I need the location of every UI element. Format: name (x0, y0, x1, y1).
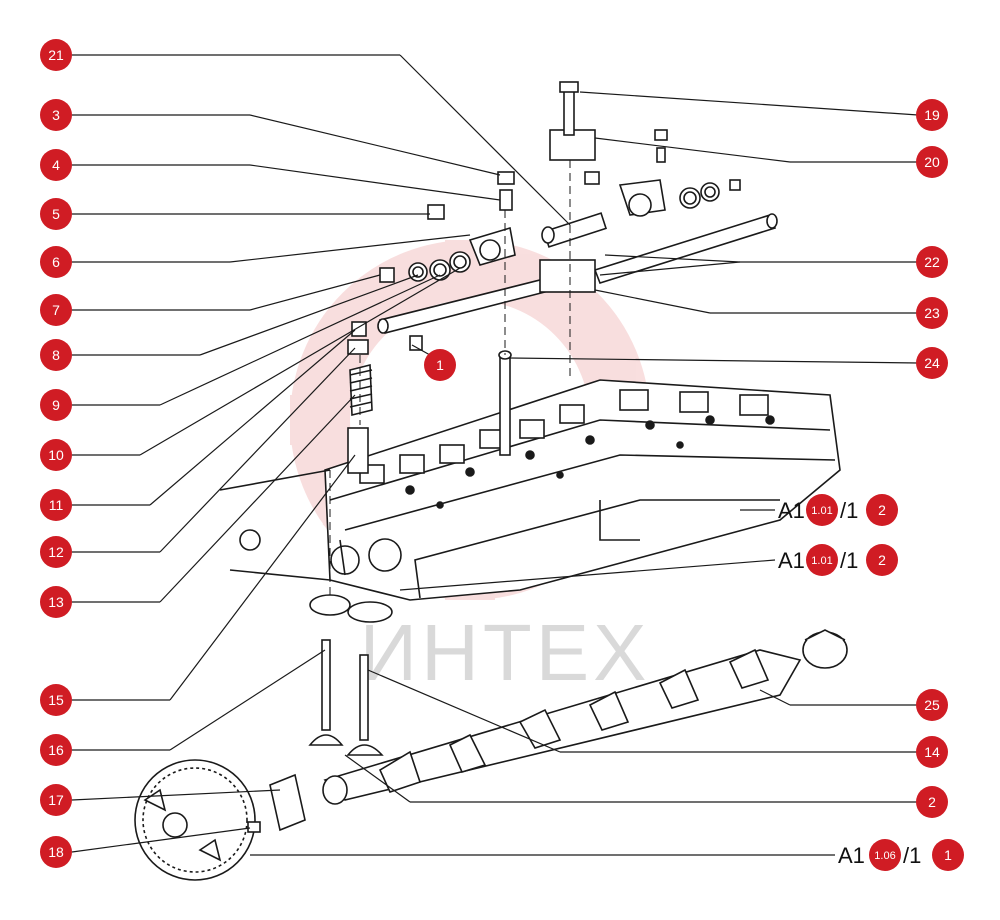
callout-2: 2 (916, 786, 948, 818)
svg-text:13: 13 (48, 594, 64, 610)
callout-3: 3 (40, 99, 72, 131)
callout-12: 12 (40, 536, 72, 568)
svg-text:16: 16 (48, 742, 64, 758)
reference-1: A1 1.01 /1 2 (778, 494, 898, 526)
svg-text:11: 11 (49, 497, 64, 513)
svg-text:12: 12 (48, 544, 64, 560)
svg-text:4: 4 (52, 157, 60, 173)
callout-10: 10 (40, 439, 72, 471)
svg-text:7: 7 (52, 302, 60, 318)
svg-text:8: 8 (52, 347, 60, 363)
svg-text:1.01: 1.01 (811, 555, 832, 567)
callout-21: 21 (40, 39, 72, 71)
svg-text:15: 15 (48, 692, 64, 708)
svg-text:3: 3 (52, 107, 60, 123)
callout-14: 14 (916, 736, 948, 768)
callout-15: 15 (40, 684, 72, 716)
svg-text:2: 2 (878, 552, 886, 568)
svg-text:/1: /1 (840, 548, 858, 573)
svg-text:18: 18 (48, 844, 64, 860)
callout-17: 17 (40, 784, 72, 816)
callout-5: 5 (40, 198, 72, 230)
svg-text:21: 21 (48, 47, 64, 63)
assembly-guides (329, 160, 571, 600)
callout-24: 24 (916, 347, 948, 379)
svg-text:22: 22 (924, 254, 940, 270)
svg-text:A1: A1 (778, 498, 805, 523)
reference-2: A1 1.01 /1 2 (778, 544, 898, 576)
callout-11: 11 (40, 489, 72, 521)
cylinder-head (219, 379, 841, 601)
svg-text:1.01: 1.01 (811, 505, 832, 517)
callout-25: 25 (916, 689, 948, 721)
svg-text:A1: A1 (838, 843, 865, 868)
svg-text:1: 1 (944, 847, 952, 863)
svg-text:19: 19 (924, 107, 940, 123)
svg-text:25: 25 (924, 697, 940, 713)
callout-6: 6 (40, 246, 72, 278)
svg-text:10: 10 (48, 447, 64, 463)
svg-text:5: 5 (52, 206, 60, 222)
callout-16: 16 (40, 734, 72, 766)
svg-text:6: 6 (52, 254, 60, 270)
callout-18: 18 (40, 836, 72, 868)
callout-7: 7 (40, 294, 72, 326)
svg-text:23: 23 (924, 305, 940, 321)
svg-text:/1: /1 (840, 498, 858, 523)
callout-23: 23 (916, 297, 948, 329)
callout-20: 20 (916, 146, 948, 178)
valvetrain (134, 594, 848, 881)
svg-text:20: 20 (924, 154, 940, 170)
svg-text:9: 9 (52, 397, 60, 413)
callout-8: 8 (40, 339, 72, 371)
callout-1: 1 (424, 349, 456, 381)
callout-13: 13 (40, 586, 72, 618)
reference-3: A1 1.06 /1 1 (838, 839, 964, 871)
watermark-text: ИНТЕХ (360, 608, 651, 697)
callout-22: 22 (916, 246, 948, 278)
callout-4: 4 (40, 149, 72, 181)
svg-text:24: 24 (924, 355, 940, 371)
svg-text:2: 2 (928, 794, 936, 810)
callout-9: 9 (40, 389, 72, 421)
rocker-assembly (347, 81, 778, 474)
svg-text:A1: A1 (778, 548, 805, 573)
svg-text:17: 17 (48, 792, 64, 808)
svg-text:14: 14 (924, 744, 940, 760)
svg-text:/1: /1 (903, 843, 921, 868)
svg-text:1.06: 1.06 (874, 850, 895, 862)
callout-19: 19 (916, 99, 948, 131)
svg-text:2: 2 (878, 502, 886, 518)
svg-text:1: 1 (436, 357, 444, 373)
leader-lines (71, 54, 919, 856)
